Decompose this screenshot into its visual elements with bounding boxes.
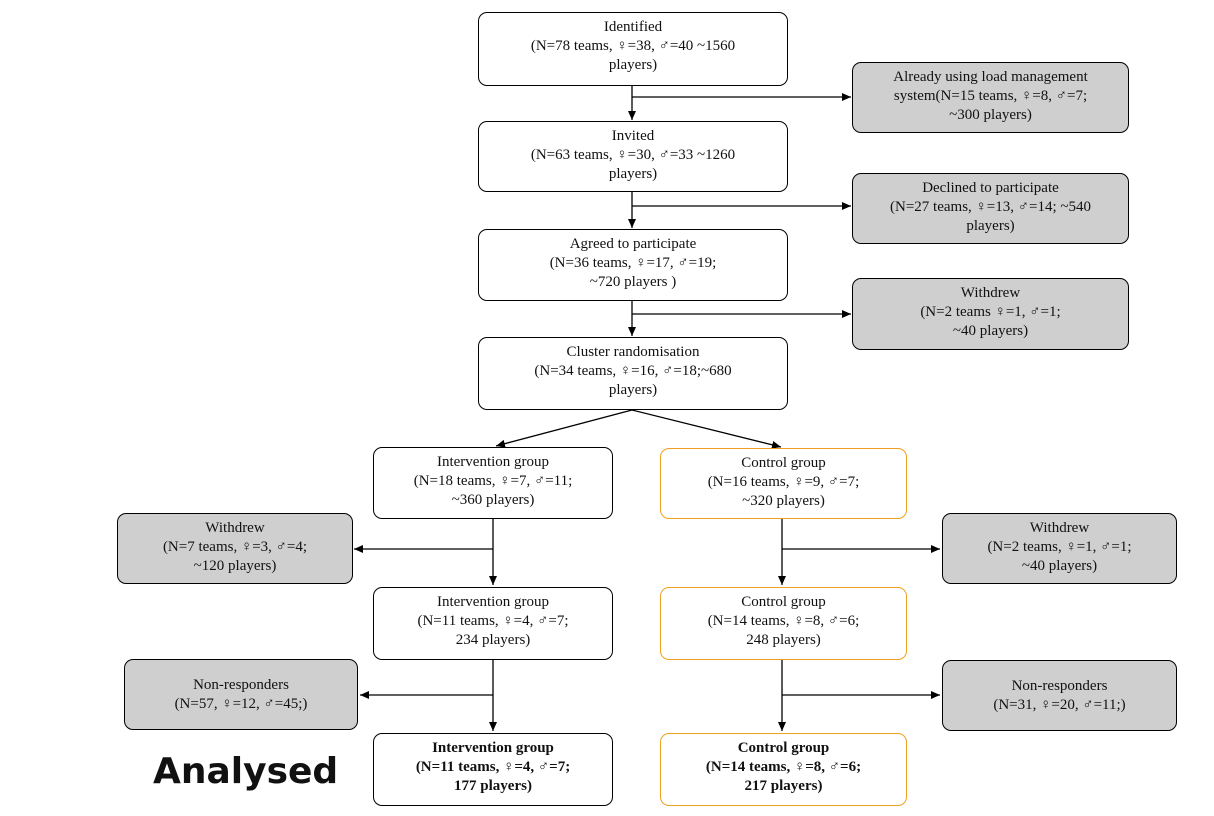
control-group-final-box: Control group (N=14 teams, ♀=8, ♂=6; 217…: [660, 733, 907, 806]
agreed-title: Agreed to participate: [569, 236, 697, 252]
withdrew-left-counts: (N=7 teams, ♀=3, ♂=4;: [162, 539, 308, 555]
nonresp-left-counts: (N=57, ♀=12, ♂=45;): [174, 695, 308, 712]
randomisation-title: Cluster randomisation: [566, 344, 700, 360]
identified-title: Identified: [603, 19, 663, 35]
intervention-2-counts: (N=11 teams, ♀=4, ♂=7;: [417, 613, 569, 629]
control-final-counts: (N=14 teams, ♀=8, ♂=6;: [705, 759, 862, 775]
intervention-final-title: Intervention group: [432, 740, 554, 756]
arrow-randomisation-to-control: [631, 409, 782, 449]
intervention-2-players: 234 players): [455, 632, 531, 648]
control-final-players: 217 players): [744, 778, 823, 794]
invited-box: Invited (N=63 teams, ♀=30, ♂=33 ~1260 pl…: [478, 121, 788, 192]
control-1-title: Control group: [741, 455, 826, 471]
intervention-2-title: Intervention group: [436, 594, 550, 610]
intervention-final-counts: (N=11 teams, ♀=4, ♂=7;: [415, 759, 571, 775]
nonresponders-right-box: Non-responders (N=31, ♀=20, ♂=11;): [942, 660, 1177, 731]
control-group-box-2: Control group (N=14 teams, ♀=8, ♂=6; 248…: [660, 587, 907, 660]
declined-counts: (N=27 teams, ♀=13, ♂=14; ~540: [890, 199, 1091, 215]
already-using-title: Already using load management: [893, 69, 1088, 85]
nonresp-right-counts: (N=31, ♀=20, ♂=11;): [993, 696, 1126, 713]
intervention-final-players: 177 players): [454, 778, 532, 794]
withdrew-top-title: Withdrew: [960, 285, 1021, 301]
withdrew-left-players: ~120 players): [193, 558, 277, 574]
control-1-counts: (N=16 teams, ♀=9, ♂=7;: [707, 474, 860, 490]
control-group-box-1: Control group (N=16 teams, ♀=9, ♂=7; ~32…: [660, 448, 907, 519]
randomisation-counts: (N=34 teams, ♀=16, ♂=18;~680: [534, 363, 732, 379]
withdrew-top-players: ~40 players): [952, 323, 1029, 339]
intervention-group-final-box: Intervention group (N=11 teams, ♀=4, ♂=7…: [373, 733, 613, 806]
identified-box: Identified (N=78 teams, ♀=38, ♂=40 ~1560…: [478, 12, 788, 86]
control-final-title: Control group: [737, 740, 830, 756]
agreed-players: ~720 players ): [589, 274, 677, 290]
declined-players: players): [966, 218, 1015, 234]
agreed-counts: (N=36 teams, ♀=17, ♂=19;: [549, 255, 717, 271]
already-using-box: Already using load management system(N=1…: [852, 62, 1129, 133]
control-2-title: Control group: [741, 594, 826, 610]
already-using-counts: system(N=15 teams, ♀=8, ♂=7;: [893, 88, 1088, 104]
intervention-1-title: Intervention group: [436, 454, 550, 470]
withdrew-right-box: Withdrew (N=2 teams, ♀=1, ♂=1; ~40 playe…: [942, 513, 1177, 584]
control-2-counts: (N=14 teams, ♀=8, ♂=6;: [707, 613, 860, 629]
intervention-group-box-1: Intervention group (N=18 teams, ♀=7, ♂=1…: [373, 447, 613, 519]
identified-counts: (N=78 teams, ♀=38, ♂=40 ~1560: [530, 38, 736, 54]
withdrew-left-title: Withdrew: [205, 520, 265, 536]
withdrew-top-box: Withdrew (N=2 teams ♀=1, ♂=1; ~40 player…: [852, 278, 1129, 350]
withdrew-right-counts: (N=2 teams, ♀=1, ♂=1;: [987, 539, 1132, 555]
control-1-players: ~320 players): [742, 493, 825, 509]
withdrew-right-players: ~40 players): [1021, 558, 1098, 574]
declined-title: Declined to participate: [922, 180, 1059, 196]
withdrew-right-title: Withdrew: [1029, 520, 1090, 536]
intervention-1-players: ~360 players): [451, 492, 535, 508]
control-2-players: 248 players): [746, 632, 821, 648]
nonresponders-left-box: Non-responders (N=57, ♀=12, ♂=45;): [124, 659, 358, 730]
invited-players: players): [608, 166, 658, 182]
nonresp-right-title: Non-responders: [1011, 677, 1108, 694]
nonresp-left-title: Non-responders: [193, 676, 289, 693]
intervention-1-counts: (N=18 teams, ♀=7, ♂=11;: [413, 473, 573, 489]
arrow-randomisation-to-intervention: [495, 409, 633, 448]
invited-title: Invited: [611, 128, 655, 144]
agreed-box: Agreed to participate (N=36 teams, ♀=17,…: [478, 229, 788, 301]
randomisation-box: Cluster randomisation (N=34 teams, ♀=16,…: [478, 337, 788, 410]
identified-players: players): [608, 57, 658, 73]
intervention-group-box-2: Intervention group (N=11 teams, ♀=4, ♂=7…: [373, 587, 613, 660]
already-using-players: ~300 players): [949, 107, 1032, 123]
analysed-label: Analysed: [153, 751, 339, 792]
withdrew-top-counts: (N=2 teams ♀=1, ♂=1;: [920, 304, 1061, 320]
declined-box: Declined to participate (N=27 teams, ♀=1…: [852, 173, 1129, 244]
invited-counts: (N=63 teams, ♀=30, ♂=33 ~1260: [530, 147, 736, 163]
withdrew-left-box: Withdrew (N=7 teams, ♀=3, ♂=4; ~120 play…: [117, 513, 353, 584]
randomisation-players: players): [608, 382, 658, 398]
